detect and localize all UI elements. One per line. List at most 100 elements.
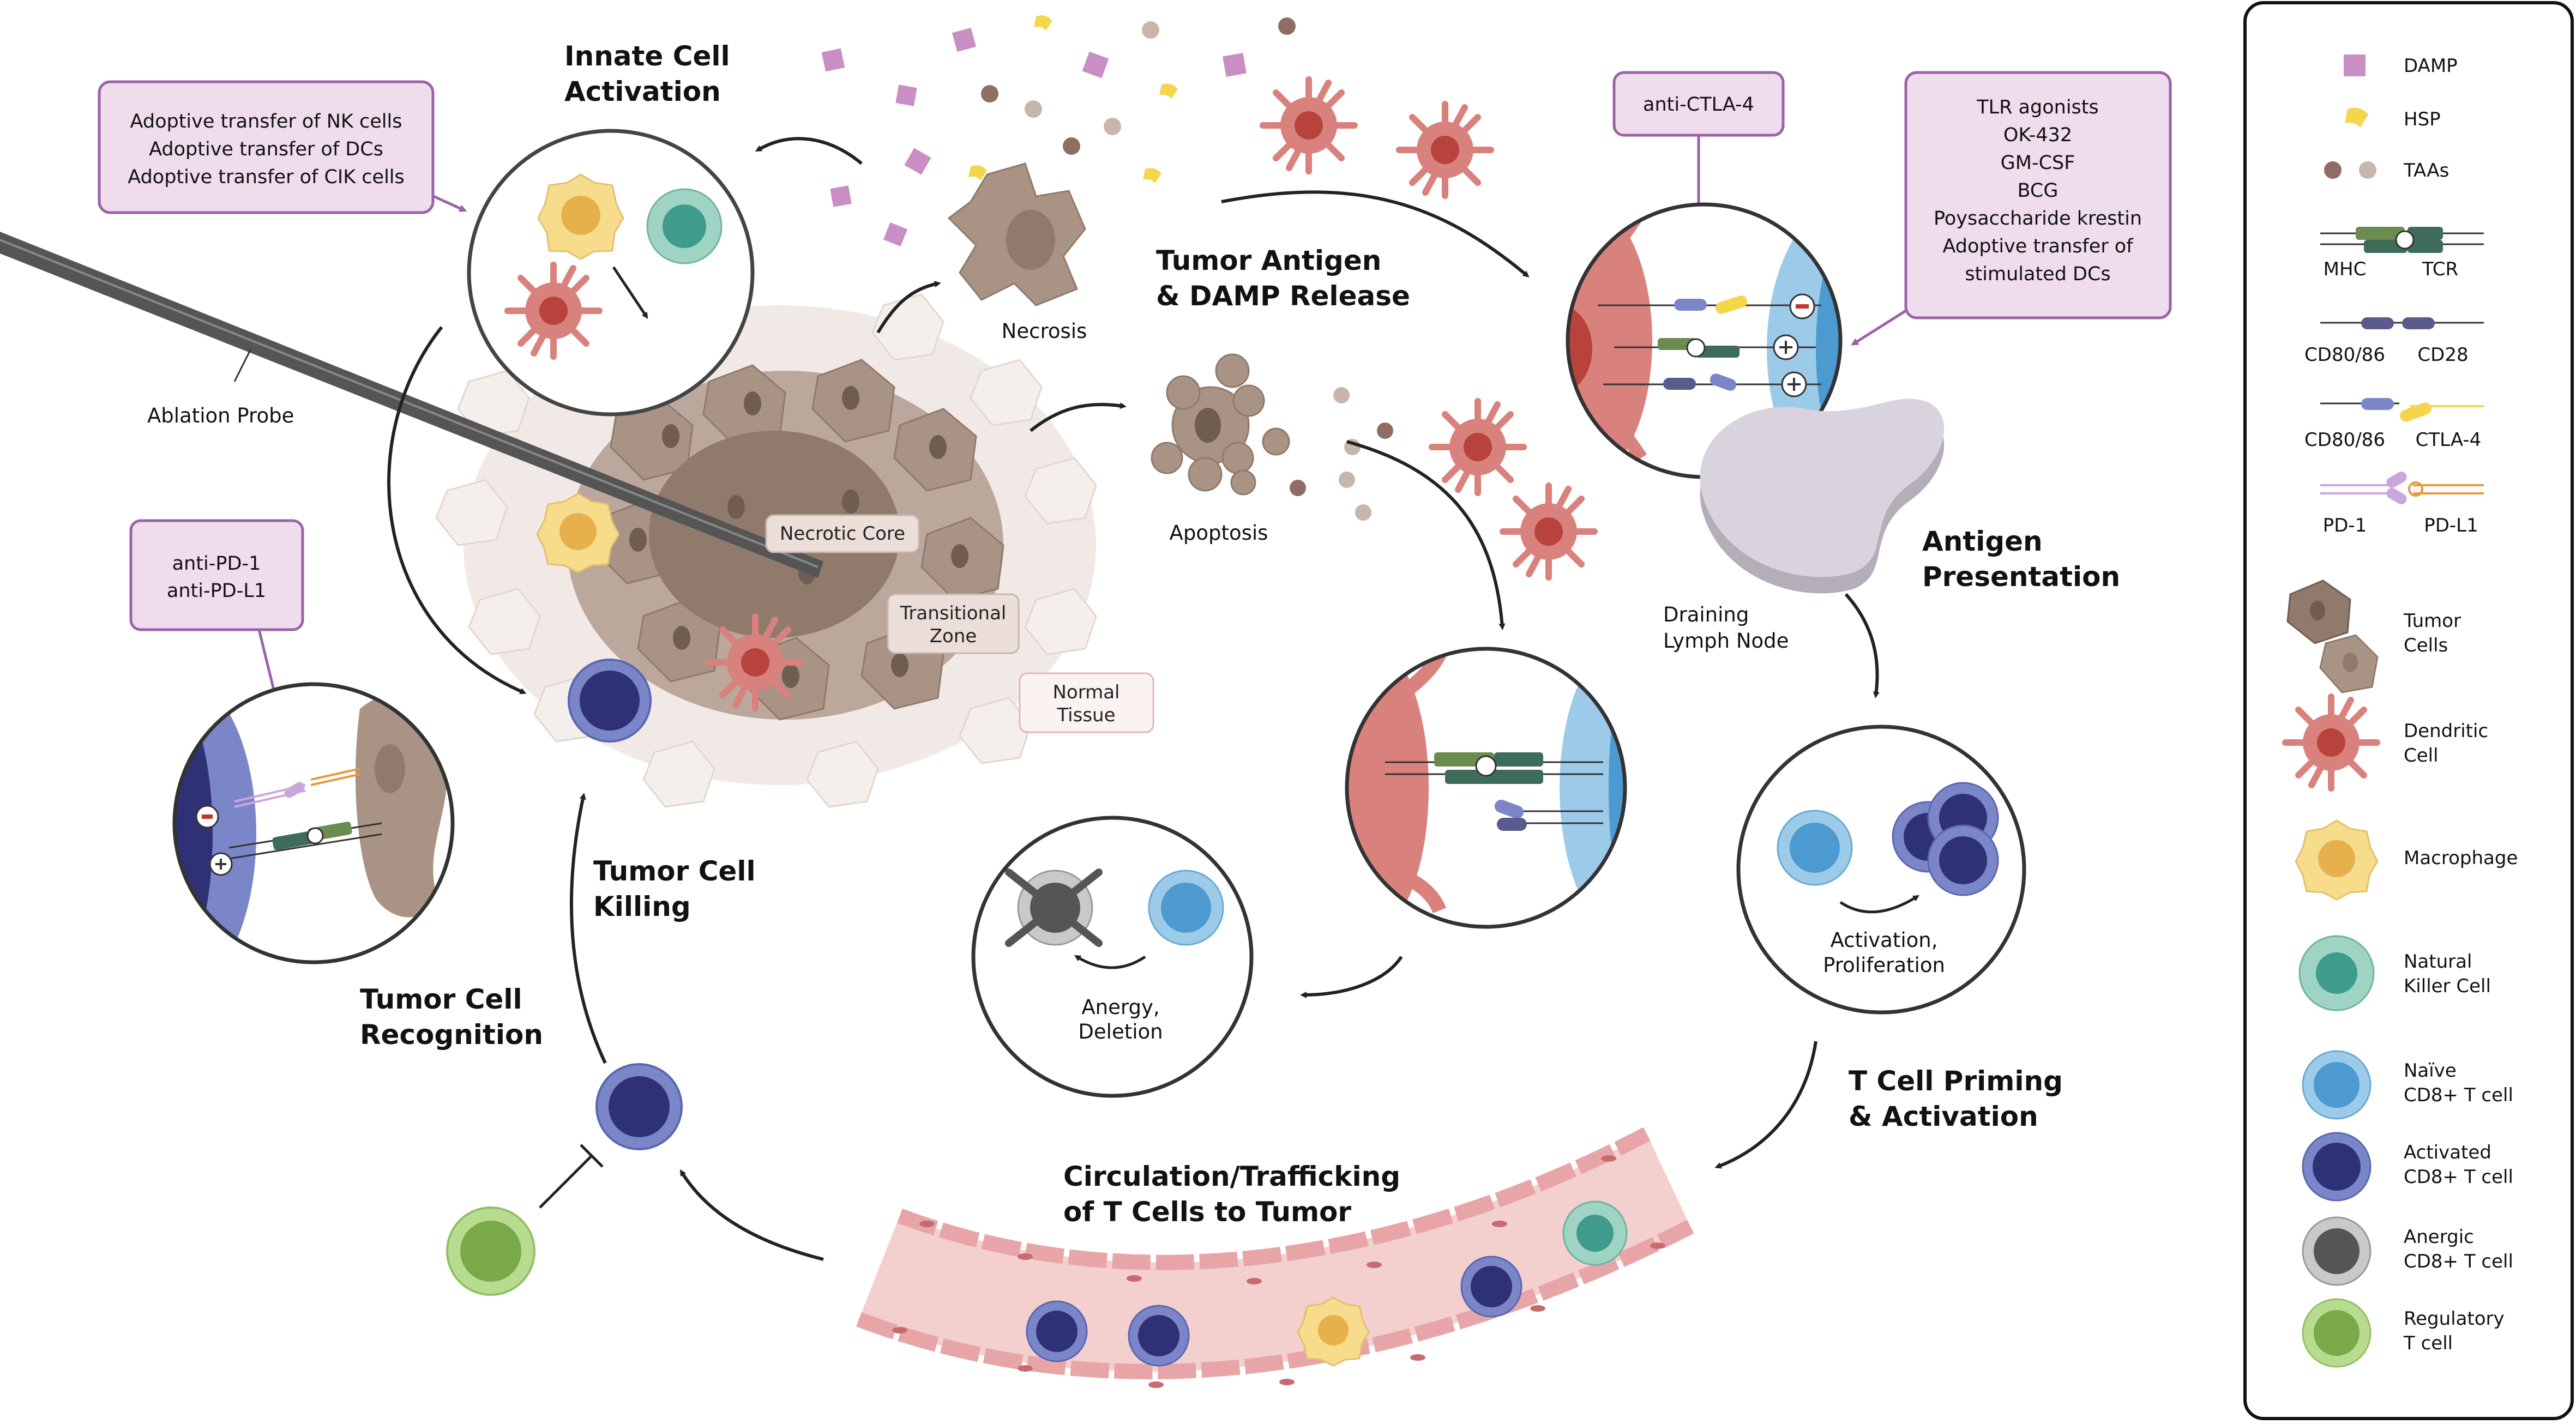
stage-antigen-presentation-title-2: Presentation (1922, 561, 2120, 593)
blood-vessel (856, 1127, 1694, 1388)
stage-antigen-release-title: Tumor Antigen (1156, 245, 1381, 276)
legend-tcr-label: TCR (2422, 258, 2458, 280)
legend-anergic-t-cell-label-2: CD8+ T cell (2404, 1251, 2513, 1272)
anergy-label: Anergy, (1081, 995, 1159, 1019)
dendritic-cell-4 (1503, 486, 1594, 577)
lymph-node-label-2: Lymph Node (1663, 629, 1789, 653)
svg-text:Tissue: Tissue (1056, 704, 1115, 726)
stage-antigen-release-title-2: & DAMP Release (1156, 280, 1410, 312)
legend-nk-cell-label: Natural (2404, 951, 2472, 973)
anergy-circle: Anergy, Deletion (971, 816, 1254, 1098)
svg-text:Adoptive transfer of NK cells: Adoptive transfer of NK cells (130, 111, 402, 132)
activation-label-2: Proliferation (1823, 954, 1945, 977)
legend-regulatory-t-cell-icon (2302, 1298, 2372, 1368)
svg-text:stimulated DCs: stimulated DCs (1965, 263, 2110, 285)
tlr-agonists-box: TLR agonists OK-432 GM-CSF BCG Poysaccha… (1904, 71, 2172, 319)
legend-regulatory-t-cell-label: Regulatory (2404, 1308, 2505, 1330)
innate-activation-circle (467, 129, 755, 417)
adoptive-transfer-box: Adoptive transfer of NK cells Adoptive t… (98, 80, 435, 214)
stage-innate-activation-title: Innate Cell (564, 40, 730, 72)
necrotic-cell (947, 162, 1086, 306)
dendritic-cell-1 (1263, 80, 1355, 171)
legend-regulatory-t-cell-label-2: T cell (2403, 1332, 2453, 1354)
legend-ctla4-label: CTLA-4 (2416, 429, 2482, 451)
legend-dendritic-cell-label: Dendritic (2404, 720, 2488, 742)
anti-ctla4-box: anti-CTLA-4 (1612, 71, 1785, 137)
zone-transitional: Transitional Zone (887, 593, 1020, 654)
circulating-activated-t-cell (595, 1063, 683, 1150)
svg-text:TLR agonists: TLR agonists (1976, 96, 2099, 118)
svg-text:BCG: BCG (2018, 180, 2059, 202)
legend-tumor-cells-label-2: Cells (2404, 635, 2448, 656)
activated-t-cell-in-tumor (568, 659, 652, 743)
svg-text:Transitional: Transitional (900, 602, 1007, 624)
stage-innate-activation-title-2: Activation (564, 76, 721, 107)
legend-anergic-t-cell-label: Anergic (2404, 1226, 2474, 1248)
apoptotic-cell (1151, 353, 1290, 496)
svg-text:anti-PD-L1: anti-PD-L1 (167, 580, 266, 602)
legend-naive-t-cell-label: Naïve (2404, 1060, 2457, 1082)
legend-mhc-label: MHC (2324, 258, 2367, 280)
legend-panel: DAMP HSP TAAs MHC TCR CD80/86 CD28 (2243, 1, 2574, 1420)
recognition-circle (172, 682, 455, 964)
regulatory-t-cell (446, 1206, 535, 1296)
taa-particles (981, 17, 1393, 521)
hsp-particles (968, 15, 1178, 183)
legend-damp-icon (2344, 55, 2366, 76)
zone-normal-tissue: Normal Tissue (1019, 672, 1154, 733)
cycle-arrows (387, 137, 1880, 1261)
legend-cd80-cd28-icon (2320, 317, 2484, 329)
stage-priming-title: T Cell Priming (1849, 1065, 2063, 1097)
legend-damp-label: DAMP (2404, 55, 2458, 77)
apoptosis-label: Apoptosis (1170, 521, 1268, 545)
svg-text:Poysaccharide krestin: Poysaccharide krestin (1934, 208, 2142, 230)
stage-recognition-title-2: Recognition (360, 1019, 543, 1051)
anergy-label-2: Deletion (1078, 1020, 1163, 1043)
legend-pd1-pdl1-icon (2320, 472, 2484, 504)
legend-dendritic-cell-icon (2285, 697, 2377, 788)
zone-necrotic-core: Necrotic Core (765, 514, 920, 553)
svg-text:Normal: Normal (1052, 681, 1120, 703)
dendritic-cell-in-tumor (709, 617, 801, 708)
anti-pd-box: anti-PD-1 anti-PD-L1 (129, 519, 304, 631)
legend-mhc-tcr-icon (2320, 227, 2484, 253)
stage-recognition-title: Tumor Cell (360, 983, 522, 1015)
stage-priming-title-2: & Activation (1849, 1101, 2038, 1132)
lymph-node (1700, 399, 1945, 594)
legend-anergic-t-cell-icon (2302, 1216, 2372, 1286)
svg-text:Necrotic Core: Necrotic Core (780, 523, 905, 545)
damp-particles (821, 27, 1247, 247)
legend-taas-label: TAAs (2403, 160, 2449, 182)
macrophage-in-tumor (536, 492, 620, 574)
legend-pdl1-label: PD-L1 (2424, 515, 2478, 536)
legend-hsp-icon (2345, 107, 2368, 128)
ablation-probe-label: Ablation Probe (147, 404, 294, 427)
legend-hsp-label: HSP (2404, 108, 2441, 130)
svg-text:GM-CSF: GM-CSF (2001, 152, 2075, 174)
legend-tumor-cells-icon (2286, 580, 2379, 693)
legend-taa-dark-icon (2324, 161, 2342, 179)
legend-cd80-86-b-label: CD80/86 (2304, 429, 2385, 451)
legend-activated-t-cell-label-2: CD8+ T cell (2404, 1166, 2513, 1188)
legend-macrophage-icon (2295, 819, 2379, 901)
svg-text:Zone: Zone (930, 625, 977, 647)
dendritic-cell-3 (1432, 401, 1524, 493)
legend-pd1-label: PD-1 (2323, 515, 2367, 536)
activation-label: Activation, (1831, 928, 1938, 952)
legend-activated-t-cell-icon (2302, 1132, 2372, 1202)
legend-nk-cell-icon (2298, 935, 2375, 1011)
lymph-node-label: Draining (1663, 603, 1749, 626)
legend-nk-cell-label-2: Killer Cell (2404, 975, 2491, 997)
stage-killing-title-2: Killing (593, 891, 691, 922)
stage-circulation-title: Circulation/Trafficking (1063, 1161, 1400, 1192)
necrosis-label: Necrosis (1002, 319, 1087, 343)
legend-tumor-cells-label: Tumor (2403, 610, 2461, 632)
dendritic-cell-2 (1399, 104, 1491, 196)
svg-text:Adoptive transfer of CIK cells: Adoptive transfer of CIK cells (128, 166, 405, 188)
svg-text:anti-PD-1: anti-PD-1 (172, 553, 261, 575)
activation-circle: Activation, Proliferation (1736, 725, 2026, 1015)
legend-cd28-label: CD28 (2417, 344, 2468, 366)
legend-macrophage-label: Macrophage (2404, 847, 2518, 869)
legend-cd80-86-label: CD80/86 (2304, 344, 2385, 366)
